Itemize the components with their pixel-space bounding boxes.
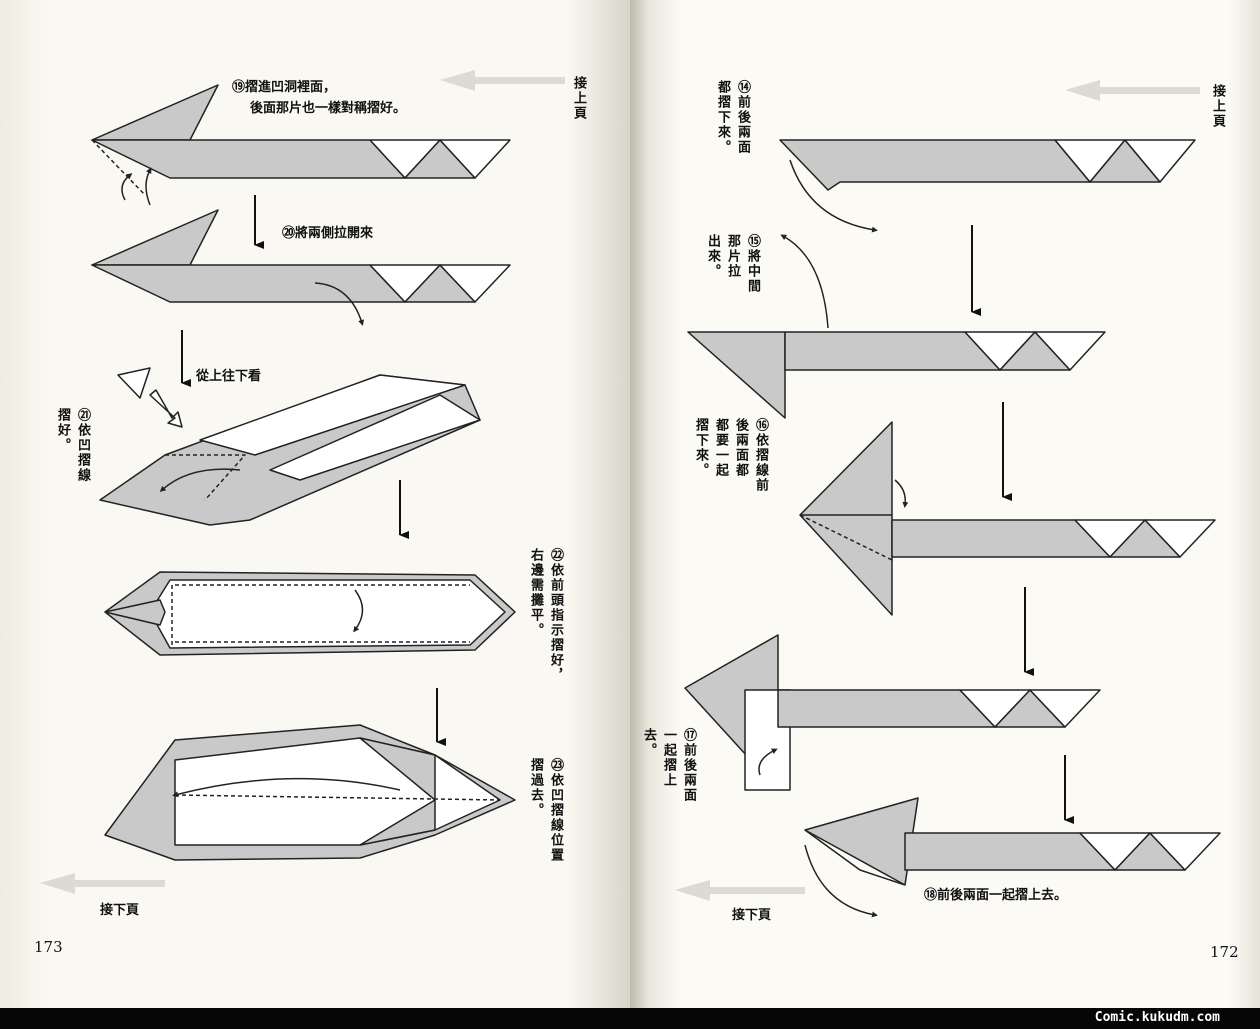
step-arrows [181,195,1074,824]
step15-label: ⑮將中間那片拉出來。 [705,234,760,294]
step19-line1: ⑲摺進凹洞裡面， [232,80,337,95]
diagram-step-14 [779,139,1196,233]
diagram-step-15 [687,234,1106,419]
diagram-step-19 [91,84,511,206]
left-arrow-icon [1065,80,1200,101]
left-arrow-icon [40,873,165,894]
step19-line2: 後面那片也一樣對稱摺好。 [250,101,407,116]
left-arrow-icon [440,70,565,91]
page-number-left: 173 [34,938,63,956]
step18-label: ⑱前後兩面一起摺上去。 [924,888,1068,903]
step16-label: ⑯依摺線前後兩面都都要一起摺下來。 [693,418,768,493]
left-arrow-icon [675,880,805,901]
origami-diagrams [40,70,1221,918]
continued-from-label-right: 接上頁 [1210,84,1225,129]
diagram-step-18 [804,797,1221,918]
continued-to-label: 接下頁 [100,903,140,918]
footer-bar: Comic.kukudm.com [0,1008,1260,1029]
step21-label: ㉑依凹摺線摺好。 [55,408,90,483]
diagram-step-17 [684,634,1101,791]
step17-label: ⑰前後兩面一起摺上去。 [641,728,696,803]
continued-to-label-right: 接下頁 [732,908,772,923]
diagram-step-23 [104,724,516,861]
page-number-right: 172 [1210,943,1239,961]
diagram-step-16 [799,421,1216,616]
continued-from-label: 接上頁 [571,76,586,121]
diagram-step-22 [104,571,516,656]
step22-label: ㉒依前頭指示摺好，右邊需攤平。 [528,548,563,683]
step20-label: ⑳將兩側拉開來 [282,226,374,241]
page-flow-arrows [40,70,1200,901]
diagram-step-21 [99,367,481,526]
diagram-step-20 [91,209,511,326]
view-note: 從上往下看 [196,369,262,384]
step14-label: ⑭前後兩面都摺下來。 [715,80,750,155]
step23-label: ㉓依凹摺線位置摺過去。 [528,758,563,863]
watermark: Comic.kukudm.com [1094,1010,1220,1025]
